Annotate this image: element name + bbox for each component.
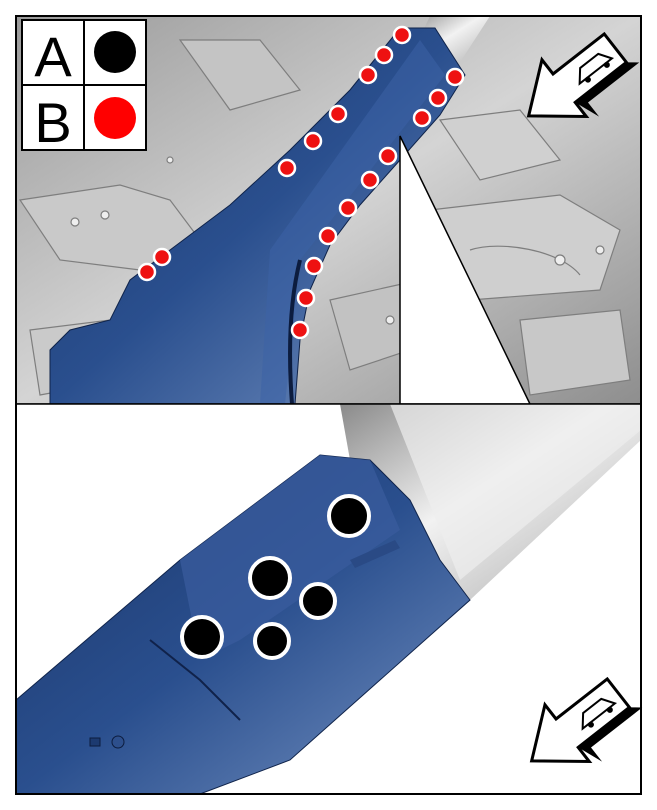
red-weld-point bbox=[328, 104, 348, 124]
front-direction-arrow-icon-bottom bbox=[529, 676, 643, 764]
front-direction-arrow-icon bbox=[526, 31, 640, 119]
red-weld-point bbox=[304, 256, 324, 276]
tunnel-edge bbox=[288, 259, 302, 404]
top-weld-points bbox=[137, 25, 465, 340]
red-weld-point bbox=[445, 67, 465, 87]
red-weld-point bbox=[374, 45, 394, 65]
red-weld-point bbox=[303, 131, 323, 151]
black-dot-icon bbox=[94, 31, 136, 73]
black-weld-point bbox=[248, 556, 292, 600]
red-weld-point bbox=[137, 262, 157, 282]
outer-frame bbox=[15, 15, 642, 795]
blue-tunnel-member bbox=[49, 27, 466, 404]
black-weld-point bbox=[180, 615, 224, 659]
legend-letter-b: B bbox=[34, 91, 71, 154]
red-dot-icon bbox=[94, 97, 136, 139]
red-weld-point bbox=[358, 65, 378, 85]
tunnel-highlight bbox=[260, 40, 445, 404]
black-weld-point bbox=[299, 582, 337, 620]
detail-weld-points bbox=[180, 494, 371, 660]
red-weld-point bbox=[277, 158, 297, 178]
red-weld-point bbox=[378, 146, 398, 166]
red-weld-point bbox=[412, 108, 432, 128]
red-weld-point bbox=[296, 288, 316, 308]
legend-letter-a: A bbox=[34, 25, 72, 88]
black-weld-point bbox=[327, 494, 371, 538]
black-weld-point bbox=[253, 622, 291, 660]
legend: A B bbox=[21, 19, 147, 154]
red-weld-point bbox=[152, 247, 172, 267]
red-weld-point bbox=[428, 88, 448, 108]
red-weld-point bbox=[318, 226, 338, 246]
detail-view-panel bbox=[16, 404, 641, 794]
red-weld-point bbox=[290, 320, 310, 340]
red-weld-point bbox=[338, 198, 358, 218]
red-weld-point bbox=[360, 170, 380, 190]
red-weld-point bbox=[392, 25, 412, 45]
